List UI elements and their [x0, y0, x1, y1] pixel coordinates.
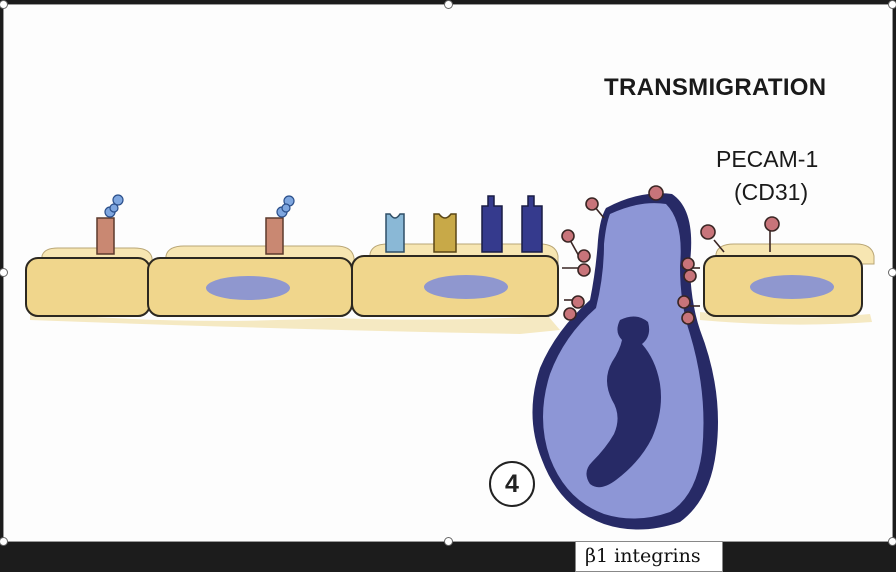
basement-membrane-right — [700, 312, 872, 325]
selectin-receptor-2 — [265, 195, 295, 255]
cd31-label: (CD31) — [734, 179, 809, 205]
resize-handle-bottom-left[interactable] — [0, 537, 8, 546]
ligand-icon — [109, 203, 119, 213]
ligand-icon — [112, 194, 124, 206]
resize-handle-bottom-middle[interactable] — [444, 537, 453, 546]
diagram-title: TRANSMIGRATION — [604, 74, 827, 101]
resize-handle-top-middle[interactable] — [444, 0, 453, 9]
resize-handle-bottom-right[interactable] — [888, 537, 896, 546]
endothelial-cell-1 — [25, 247, 153, 317]
receptor-teal-icon — [385, 213, 405, 253]
endothelial-cell-4 — [703, 243, 875, 317]
nucleus — [424, 275, 508, 299]
leukocyte-nucleus — [586, 316, 661, 488]
receptor-gold-icon — [433, 213, 457, 253]
receptor-navy-icon — [521, 195, 543, 253]
ligand-icon — [281, 203, 291, 213]
basement-membrane — [30, 312, 560, 334]
pecam-1-molecules — [561, 185, 780, 325]
caption-box[interactable]: β1 integrins — [575, 541, 723, 572]
endothelial-cell-3 — [351, 243, 559, 317]
resize-handle-middle-right[interactable] — [888, 268, 896, 277]
step-number-badge: 4 — [489, 461, 535, 507]
resize-handle-top-left[interactable] — [0, 0, 8, 9]
resize-handle-top-right[interactable] — [888, 0, 896, 9]
pecam-label: PECAM-1 — [716, 146, 819, 172]
nucleus — [206, 276, 290, 300]
endothelial-cell-2 — [147, 245, 355, 317]
resize-handle-middle-left[interactable] — [0, 268, 8, 277]
nucleus — [750, 275, 834, 299]
leukocyte — [532, 193, 718, 530]
selectin-receptor-1 — [96, 194, 124, 255]
receptor-navy-icon — [481, 195, 503, 253]
